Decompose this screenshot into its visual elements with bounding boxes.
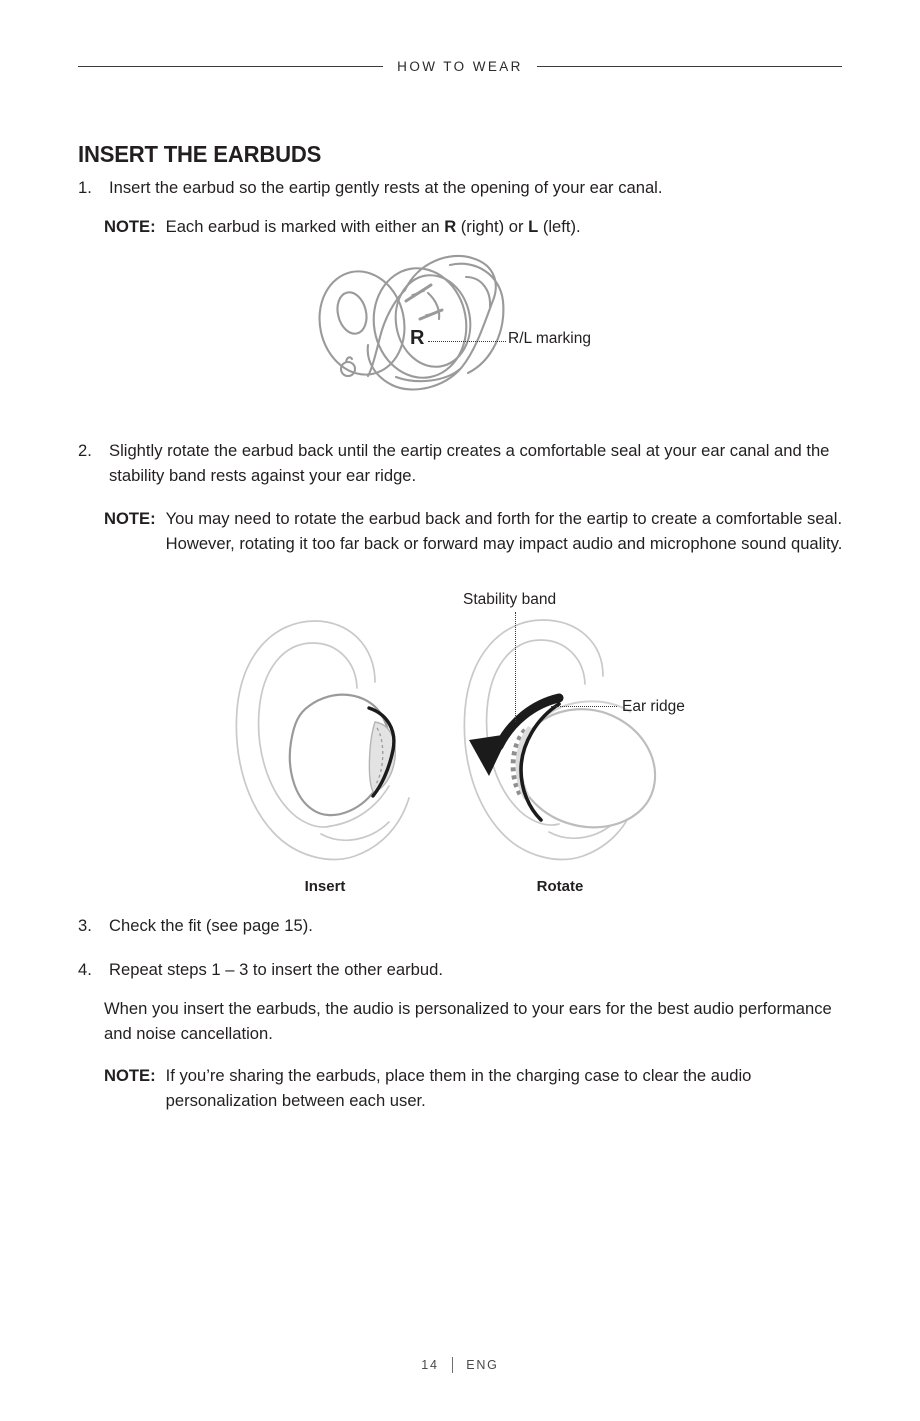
step-text: Repeat steps 1 – 3 to insert the other e… bbox=[109, 960, 443, 979]
note-text: If you’re sharing the earbuds, place the… bbox=[165, 1066, 752, 1110]
note-text-prefix: Each earbud is marked with either an bbox=[165, 217, 445, 236]
note-text-suffix: (left). bbox=[538, 217, 581, 236]
note-text-mid: (right) or bbox=[456, 217, 529, 236]
earbud-body bbox=[516, 708, 657, 829]
figure-ear-rotate bbox=[455, 610, 685, 875]
figure-caption-rotate: Rotate bbox=[536, 878, 584, 895]
page-footer: 14 ENG bbox=[0, 1357, 920, 1373]
header-title: HOW TO WEAR bbox=[397, 58, 523, 74]
callout-rl-marking: R/L marking bbox=[508, 330, 591, 347]
figure-earbud-marking: R bbox=[300, 245, 630, 400]
ear-rotate-illustration bbox=[463, 619, 657, 861]
header-rule-right bbox=[536, 65, 842, 67]
page-header: HOW TO WEAR bbox=[78, 52, 842, 80]
step-number: 4. bbox=[78, 960, 92, 979]
earbud-illustration bbox=[318, 254, 505, 391]
note-label: NOTE: bbox=[104, 1066, 156, 1085]
callout-ear-ridge: Ear ridge bbox=[622, 698, 685, 715]
marking-l: L bbox=[528, 217, 539, 236]
footer-language: ENG bbox=[466, 1358, 499, 1372]
step-number: 2. bbox=[78, 441, 92, 460]
eartip bbox=[510, 728, 527, 798]
ear-insert-illustration bbox=[235, 620, 410, 861]
callout-stability-band: Stability band bbox=[463, 591, 557, 608]
callout-leader-rl bbox=[428, 341, 506, 342]
page-title: INSERT THE EARBUDS bbox=[78, 141, 322, 168]
step-text: Insert the earbud so the eartip gently r… bbox=[109, 178, 663, 197]
eartip bbox=[368, 721, 396, 793]
note-block-2: NOTE: You may need to rotate the earbud … bbox=[104, 507, 856, 556]
earbud-body bbox=[288, 693, 391, 817]
step-number: 3. bbox=[78, 916, 92, 935]
list-item-step-4: 4. Repeat steps 1 – 3 to insert the othe… bbox=[78, 958, 848, 983]
note-text: You may need to rotate the earbud back a… bbox=[165, 509, 843, 553]
callout-leader-ear-ridge bbox=[551, 706, 617, 707]
marking-r: R bbox=[444, 217, 457, 236]
figure-caption-insert: Insert bbox=[304, 878, 346, 895]
stability-band bbox=[519, 702, 561, 822]
rotation-arrow bbox=[469, 693, 564, 776]
list-item-step-1: 1. Insert the earbud so the eartip gentl… bbox=[78, 176, 848, 201]
list-item-step-3: 3. Check the fit (see page 15). bbox=[78, 914, 848, 939]
header-rule-left bbox=[78, 65, 384, 67]
footer-separator bbox=[451, 1357, 454, 1373]
note-label: NOTE: bbox=[104, 217, 156, 236]
note-text: Each earbud is marked with either an R (… bbox=[166, 215, 844, 240]
body-paragraph: When you insert the earbuds, the audio i… bbox=[104, 999, 832, 1043]
earbud-marking-letter: R bbox=[410, 327, 425, 349]
list-item-step-2: 2. Slightly rotate the earbud back until… bbox=[78, 439, 848, 488]
note-label: NOTE: bbox=[104, 509, 156, 528]
step-text: Check the fit (see page 15). bbox=[109, 916, 313, 935]
stability-band bbox=[367, 706, 396, 798]
callout-leader-stability-band bbox=[515, 612, 516, 722]
note-block-1: NOTE: Each earbud is marked with either … bbox=[104, 215, 844, 240]
step-text: Slightly rotate the earbud back until th… bbox=[109, 441, 830, 485]
step-number: 1. bbox=[78, 178, 92, 197]
figure-ear-insert bbox=[225, 610, 445, 875]
note-block-3: NOTE: If you’re sharing the earbuds, pla… bbox=[104, 1064, 856, 1113]
footer-page-number: 14 bbox=[421, 1358, 439, 1372]
